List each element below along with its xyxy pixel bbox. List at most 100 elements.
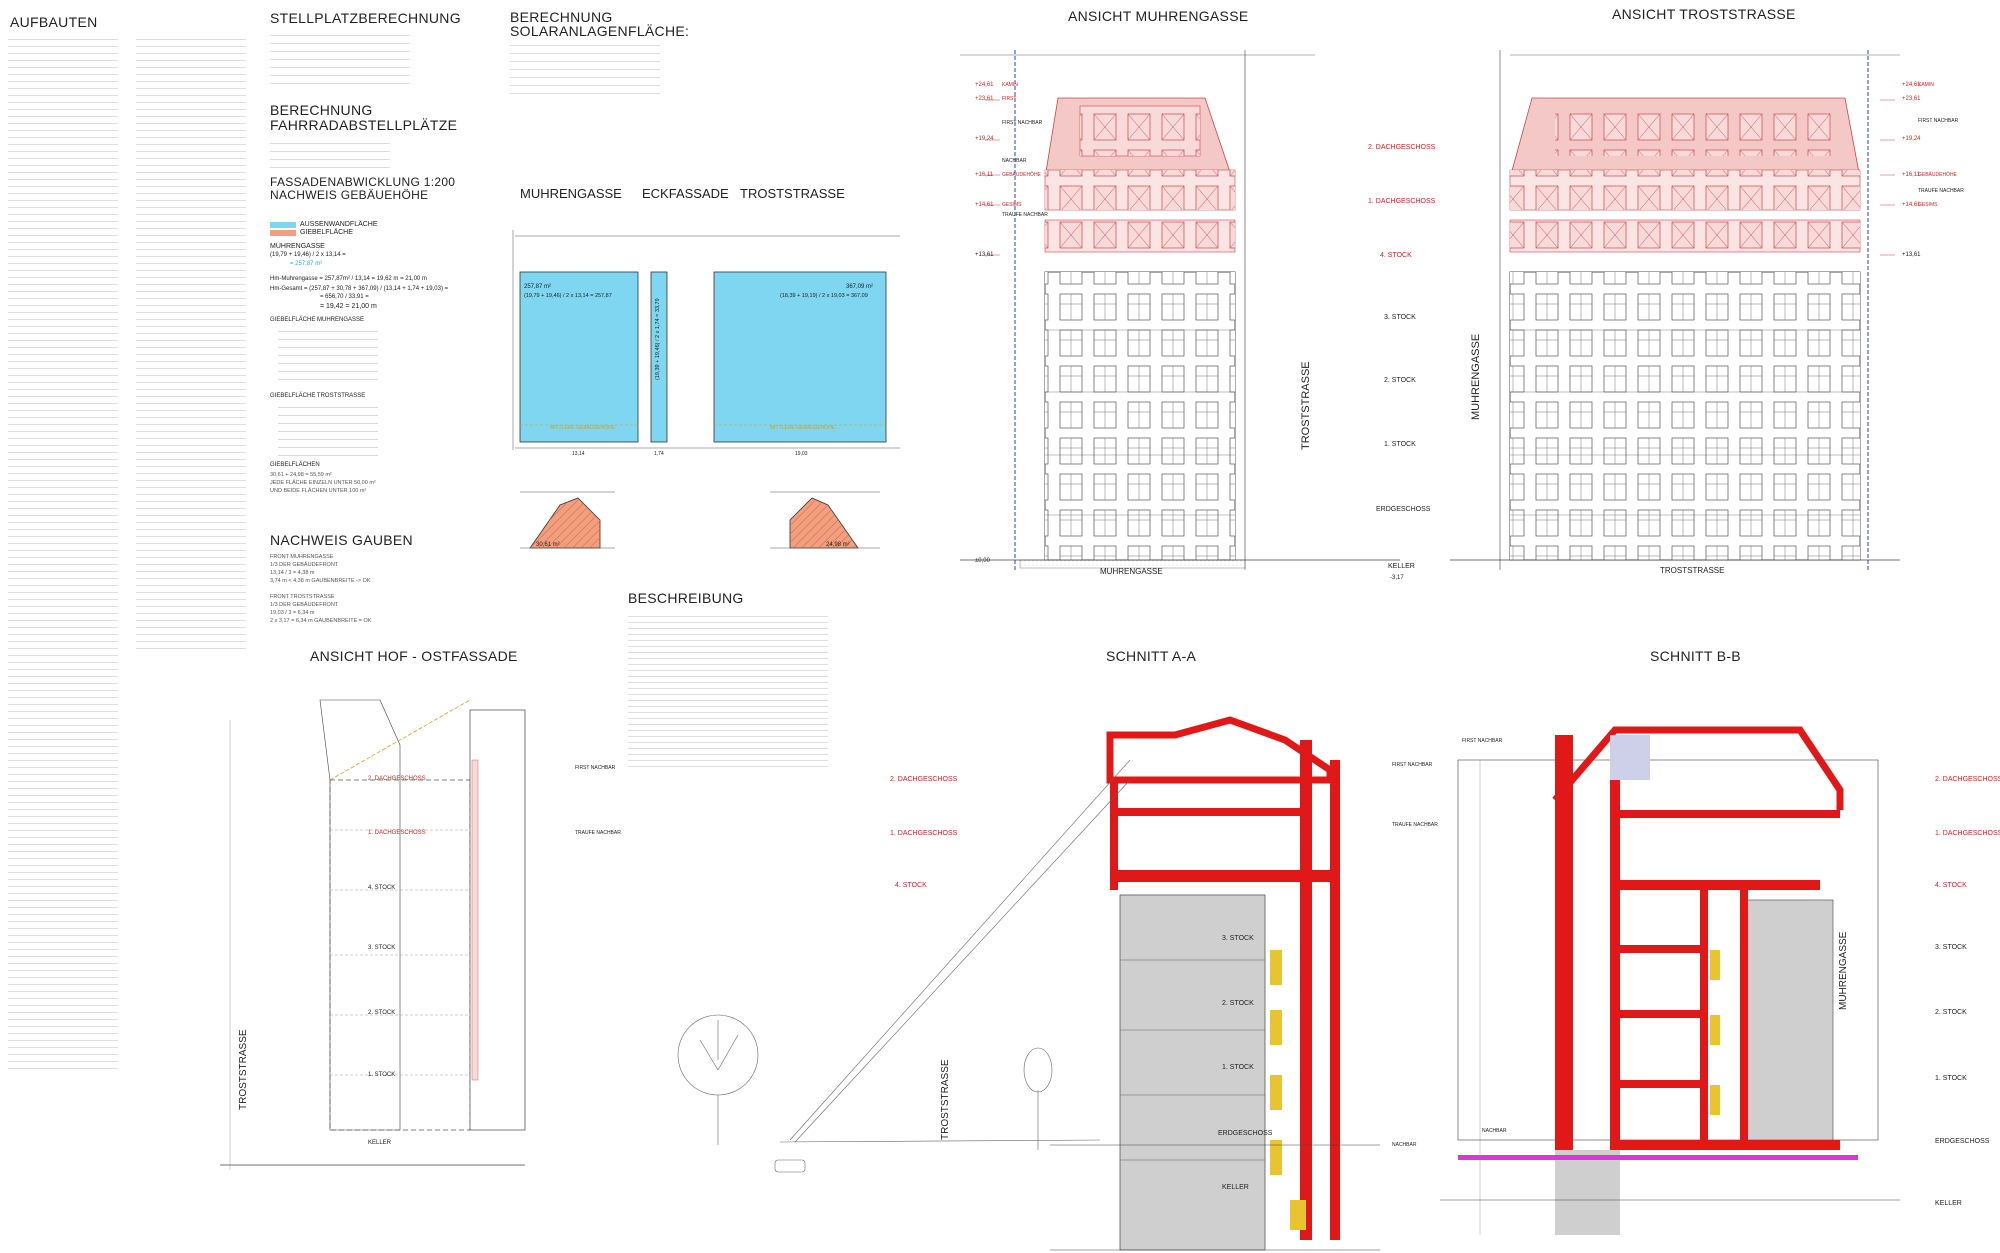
level-dg-t: +19,24 [1902, 136, 1921, 142]
level-dg-m: +19,24 [975, 136, 994, 142]
floor-s4-m: 4. STOCK [1380, 252, 1412, 259]
width-eck: 1,74 [654, 451, 664, 457]
floor-keller-m: KELLER [1388, 563, 1415, 570]
floor-dg1-bb: 1. DACHGESCHOSS [1935, 830, 2000, 837]
level-kamin-t: +24,61 [1902, 82, 1921, 88]
label-gesims-m: GESIMS [1002, 202, 1022, 208]
calc-giebel-muhren-lines [278, 325, 378, 385]
calc-muhren-formula: (19,79 + 19,46) / 2 x 13,14 = [270, 252, 346, 258]
street-muhrengasse-bb: MUHRENGASSE [1838, 931, 1849, 1010]
title-schnitt-aa: SCHNITT A-A [1106, 648, 1197, 664]
title-ansicht-hof: ANSICHT HOF - OSTFASSADE [310, 648, 518, 664]
eck-formula: (19,39 + 19,46) / 2 x 1,74 = 33,79 [655, 298, 661, 380]
street-troststrasse-hof: TROSTSTRASSE [238, 1029, 249, 1110]
floor-s2-m: 2. STOCK [1384, 377, 1416, 384]
aufbauten-body-col1 [8, 34, 118, 1074]
gauben-note: FRONT MUHRENGASSE 1/3 DER GEBÄUDEFRONT 1… [270, 554, 372, 624]
elevation-hof [220, 699, 526, 1170]
width-muhren: 13,14 [572, 451, 585, 457]
floor-s4-bb: 4. STOCK [1935, 882, 1967, 889]
floor-dg1-m: 1. DACHGESCHOSS [1368, 198, 1436, 205]
calc-hm-gesamt: Hm-Gesamt = (257,87 + 30,78 + 367,09) / … [270, 286, 449, 292]
floor-dg2-m: 2. DACHGESCHOSS [1368, 144, 1436, 151]
label-nachbar-bb: NACHBAR [1482, 1128, 1507, 1134]
level-geb-m: +16,11 [975, 172, 994, 178]
title-beschreibung: BESCHREIBUNG [628, 590, 744, 606]
calc-giebel-note: 30,61 + 24,98 = 55,59 m² JEDE FLÄCHE EIN… [270, 472, 376, 494]
floor-dg2-hof: 2. DACHGESCHOSS [368, 776, 426, 782]
street-troststrasse-aa: TROSTSTRASSE [940, 1059, 951, 1140]
fassade-trost-diagram [700, 235, 900, 449]
label-kamin-t: KAMIN [1918, 82, 1934, 88]
mittlere-trost: MITTLERE GEBÄUDEHÖHE [770, 425, 836, 431]
title-schnitt-bb: SCHNITT B-B [1650, 648, 1741, 664]
title-ansicht-muhrengasse: ANSICHT MUHRENGASSE [1068, 8, 1249, 24]
calc-hm-muhren: Hm-Muhrengasse = 257,87m² / 13,14 = 19,6… [270, 276, 427, 282]
level-s4-m: +13,61 [975, 252, 994, 258]
tree-drawing [677, 1014, 1053, 1150]
calc-muhren-result: = 257,87 m² [290, 261, 323, 267]
level-base-m: ±0,00 [975, 558, 990, 564]
title-fahrrad: BERECHNUNG FAHRRADABSTELLPLÄTZE [270, 102, 458, 133]
floor-keller-aa: KELLER [1222, 1184, 1249, 1191]
muhren-area: 257,87 m² [524, 284, 552, 290]
level-keller-m: -3,17 [1390, 575, 1404, 581]
calc-giebel-trost: GIEBELFLÄCHE TROSTSTRASSE [270, 393, 366, 399]
level-gesims-t: +14,61 [1902, 202, 1921, 208]
label-traufe-hof: TRAUFE NACHBAR [575, 830, 621, 836]
label-gesims-t: GESIMS [1918, 202, 1938, 208]
calc-giebelflaechen: GIEBELFLÄCHEN [270, 462, 320, 468]
floor-s1-aa: 1. STOCK [1222, 1064, 1254, 1071]
title-fassade: FASSADENABWICKLUNG 1:200 NACHWEIS GEBÄUE… [270, 175, 456, 202]
label-gebaeudehoehe-t: GEBÄUDEHÖHE [1918, 172, 1957, 178]
section-bb [1440, 726, 1900, 1235]
fassade-header-troststrasse: TROSTSTRASSE [740, 186, 845, 201]
floor-eg-bb: ERDGESCHOSS [1935, 1138, 1990, 1145]
muhren-area-formula: (19,79 + 19,46) / 2 x 13,14 = 257,87 [524, 293, 612, 299]
floor-s1-m: 1. STOCK [1384, 441, 1416, 448]
floor-s1-hof: 1. STOCK [368, 1072, 396, 1078]
beschreibung-body [628, 612, 828, 767]
floor-s4-hof: 4. STOCK [368, 885, 396, 891]
floor-s3-m: 3. STOCK [1384, 314, 1416, 321]
giebel-trost-diagram [770, 491, 880, 549]
floor-keller-hof: KELLER [368, 1140, 392, 1146]
street-muhrengasse-vert: MUHRENGASSE [1470, 333, 1482, 420]
legend-swatch-aussen [270, 222, 296, 228]
legend-swatch-giebel [270, 230, 296, 236]
level-kamin-m: +24,61 [975, 82, 994, 88]
calc-hm-gesamt-result: = 19,42 = 21,00 m [320, 303, 377, 310]
title-gauben: NACHWEIS GAUBEN [270, 532, 413, 548]
label-nachbar-aa: NACHBAR [1392, 1142, 1417, 1148]
title-ansicht-troststrasse: ANSICHT TROSTSTRASSE [1612, 6, 1796, 22]
label-kamin-m: KAMIN [1002, 82, 1018, 88]
label-gebaeudehoehe-m: GEBÄUDEHÖHE [1002, 172, 1041, 178]
level-first-t: +23,61 [1902, 96, 1921, 102]
trost-area: 367,09 m² [846, 284, 874, 290]
street-muhrengasse-bottom: MUHRENGASSE [1100, 567, 1163, 576]
street-troststrasse-vert: TROSTSTRASSE [1300, 361, 1312, 450]
legend-giebel-label: GIEBELFLÄCHE [300, 229, 353, 236]
floor-s3-bb: 3. STOCK [1935, 944, 1967, 951]
fahrrad-body [270, 138, 390, 174]
label-nachbar-m: NACHBAR [1002, 158, 1027, 164]
giebel-muhren-diagram [520, 491, 615, 549]
trost-area-formula: (18,39 + 19,19) / 2 x 19,03 = 367,09 [780, 293, 868, 299]
level-s4-t: +13,61 [1902, 252, 1921, 258]
elevation-troststrasse [1450, 50, 1900, 570]
label-first-nachbar-bb: FIRST NACHBAR [1462, 738, 1503, 744]
level-ticks [985, 99, 1895, 256]
fassade-muhren-diagram [512, 230, 700, 450]
giebel-muhren-area: 30,61 m² [536, 542, 560, 548]
calc-muhren-label: MUHRENGASSE [270, 243, 325, 250]
label-first-nachbar-t: FIRST NACHBAR [1918, 118, 1959, 124]
elevation-muhrengasse [960, 50, 1400, 570]
width-trost: 19,03 [795, 451, 808, 457]
floor-s1-bb: 1. STOCK [1935, 1075, 1967, 1082]
floor-s2-bb: 2. STOCK [1935, 1009, 1967, 1016]
floor-s3-aa: 3. STOCK [1222, 935, 1254, 942]
floor-eg-aa: ERDGESCHOSS [1218, 1130, 1273, 1137]
floor-keller-bb: KELLER [1935, 1200, 1962, 1207]
level-geb-t: +16,11 [1902, 172, 1921, 178]
